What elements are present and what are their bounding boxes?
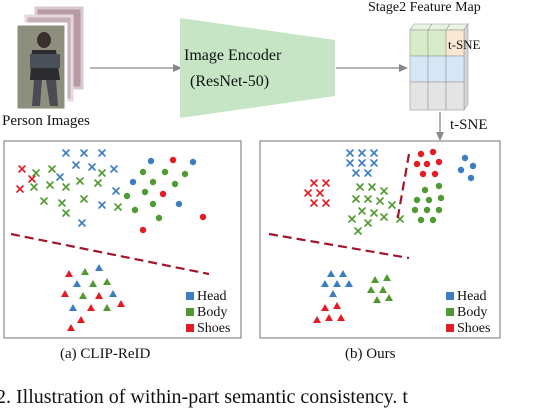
flow-arrows xyxy=(90,64,444,141)
legend-a-body: Body xyxy=(186,305,230,321)
legend-b-body: Body xyxy=(446,305,490,321)
encoder-subtitle: (ResNet-50) xyxy=(190,73,270,90)
legend-shoes-swatch xyxy=(186,324,194,332)
triangles-b xyxy=(313,270,393,323)
caption-clip-reid: (a) CLIP-ReID xyxy=(60,346,151,362)
legend-head-swatch xyxy=(446,292,454,300)
triangles-a xyxy=(61,264,125,331)
legend-shoes-swatch xyxy=(446,324,454,332)
image-encoder-block xyxy=(180,18,335,118)
crosses-green-a xyxy=(30,165,122,217)
decision-boundary-b xyxy=(268,232,410,260)
arrow-to-encoder-head xyxy=(173,64,182,72)
feature-map-cube xyxy=(409,23,469,111)
legend-a-head: Head xyxy=(186,289,230,305)
legend-b-head: Head xyxy=(446,289,490,305)
crosses-blue-a xyxy=(56,149,120,227)
legend-shoes-label: Shoes xyxy=(197,321,231,336)
feature-map-label: Stage2 Feature Map xyxy=(368,0,481,15)
figure-caption: 2. Illustration of within-part semantic … xyxy=(0,386,408,408)
legend-body-label: Body xyxy=(197,305,228,320)
legend-body-swatch xyxy=(446,308,454,316)
legend-head-label: Head xyxy=(197,289,227,304)
panel-ours xyxy=(259,140,501,339)
caption-ours: (b) Ours xyxy=(345,346,396,362)
arrow-to-tsne-head xyxy=(436,132,444,141)
legend-shoes-label: Shoes xyxy=(457,321,491,336)
legend-a: Head Body Shoes xyxy=(186,289,230,337)
legend-body-swatch xyxy=(186,308,194,316)
legend-a-shoes: Shoes xyxy=(186,321,230,337)
panel-clip-reid xyxy=(3,140,242,339)
legend-head-swatch xyxy=(186,292,194,300)
separator-b-vertical xyxy=(395,153,411,223)
legend-head-label: Head xyxy=(457,289,487,304)
encoder-title: Image Encoder xyxy=(184,47,282,64)
feature-map-cell-label: t-SNE xyxy=(448,37,481,52)
arrow-to-feature-map-head xyxy=(399,64,408,72)
crosses-green-b xyxy=(348,183,404,235)
dots-a xyxy=(123,156,207,234)
legend-body-label: Body xyxy=(457,305,488,320)
tsne-label: t-SNE xyxy=(450,117,488,133)
legend-b: Head Body Shoes xyxy=(446,289,490,337)
crosses-blue-b xyxy=(346,149,378,177)
dots-b xyxy=(411,148,477,224)
legend-b-shoes: Shoes xyxy=(446,321,490,337)
crosses-red-a xyxy=(16,165,36,193)
crosses-red-b xyxy=(304,179,330,207)
person-images-label: Person Images xyxy=(2,113,90,129)
person-images-stack xyxy=(14,6,84,112)
decision-boundary-a xyxy=(10,232,210,276)
